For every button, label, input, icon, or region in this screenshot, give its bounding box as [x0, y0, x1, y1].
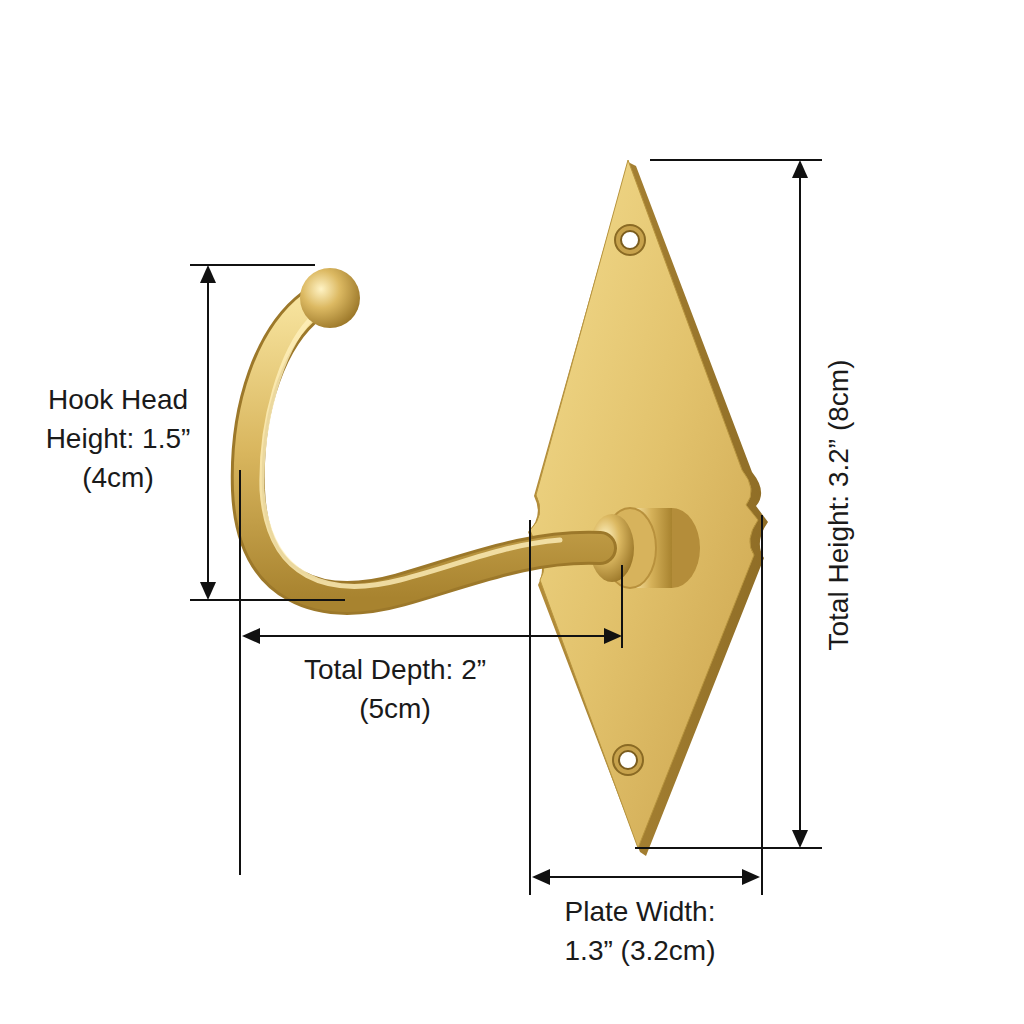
hook-arm: [248, 305, 600, 598]
dimension-label: Hook Head Height: 1.5” (4cm): [43, 380, 193, 497]
dimension-label: Total Height: 3.2” (8cm): [819, 360, 858, 651]
hook-ball: [300, 268, 360, 328]
screw-hole: [613, 745, 643, 775]
backplate: [530, 160, 758, 848]
dimension-lines: [190, 160, 822, 895]
arrowheads: [200, 160, 808, 885]
screw-hole: [615, 225, 645, 255]
hook-highlight: [262, 320, 560, 586]
dimension-label: Total Depth: 2” (5cm): [303, 650, 488, 728]
hook-arm: [248, 305, 600, 598]
dimension-label: Plate Width: 1.3” (3.2cm): [553, 892, 728, 970]
screw-hole: [621, 231, 639, 249]
screw-hole: [619, 751, 637, 769]
